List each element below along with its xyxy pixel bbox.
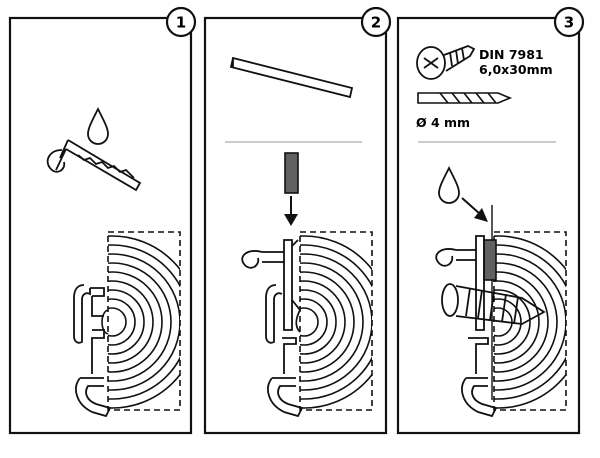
- rail-profile-3: [461, 337, 498, 418]
- panel-1: 1: [8, 6, 197, 435]
- drop-icon: [87, 106, 109, 145]
- step-number-3: 3: [564, 14, 574, 32]
- arrow-down-icon: [284, 196, 298, 226]
- clip-profile-loose: [46, 139, 142, 192]
- rail-profile-2: [265, 284, 304, 418]
- step-number-badge-3: 3: [553, 6, 585, 38]
- drill-bit-icon: [417, 92, 513, 104]
- screw-spec-line-1: DIN 7981: [479, 47, 544, 62]
- panel-2: 2: [203, 6, 392, 435]
- screw-icon: [416, 45, 476, 80]
- rail-profile-1: [73, 284, 112, 418]
- step-number-2: 2: [371, 14, 381, 32]
- shim-strip: [229, 56, 354, 99]
- wood-board-1: [101, 231, 181, 411]
- wood-board-2: [299, 231, 373, 411]
- panel-2-frame: [203, 16, 388, 435]
- step-number-badge-2: 2: [360, 6, 392, 38]
- step-number-badge-1: 1: [165, 6, 197, 38]
- drop-icon: [438, 165, 460, 204]
- panel-1-frame: [8, 16, 193, 435]
- shim-block: [284, 152, 299, 194]
- screw-spec-line-2: 6,0x30mm: [479, 62, 553, 77]
- clip-profile-mounted-3: [435, 235, 485, 331]
- shim-block-installed: [483, 239, 497, 281]
- drill-spec: Ø 4 mm: [416, 115, 470, 130]
- panel-3-frame: [396, 16, 581, 435]
- panel-3: 3 DIN 7981 6,0x30mm Ø 4 mm: [396, 6, 585, 435]
- screw-installed-icon: [441, 283, 546, 325]
- arrow-diagonal-icon: [461, 197, 488, 222]
- wood-board-3: [493, 231, 567, 411]
- step-number-1: 1: [176, 14, 186, 32]
- clip-profile-mounted-2: [241, 239, 302, 333]
